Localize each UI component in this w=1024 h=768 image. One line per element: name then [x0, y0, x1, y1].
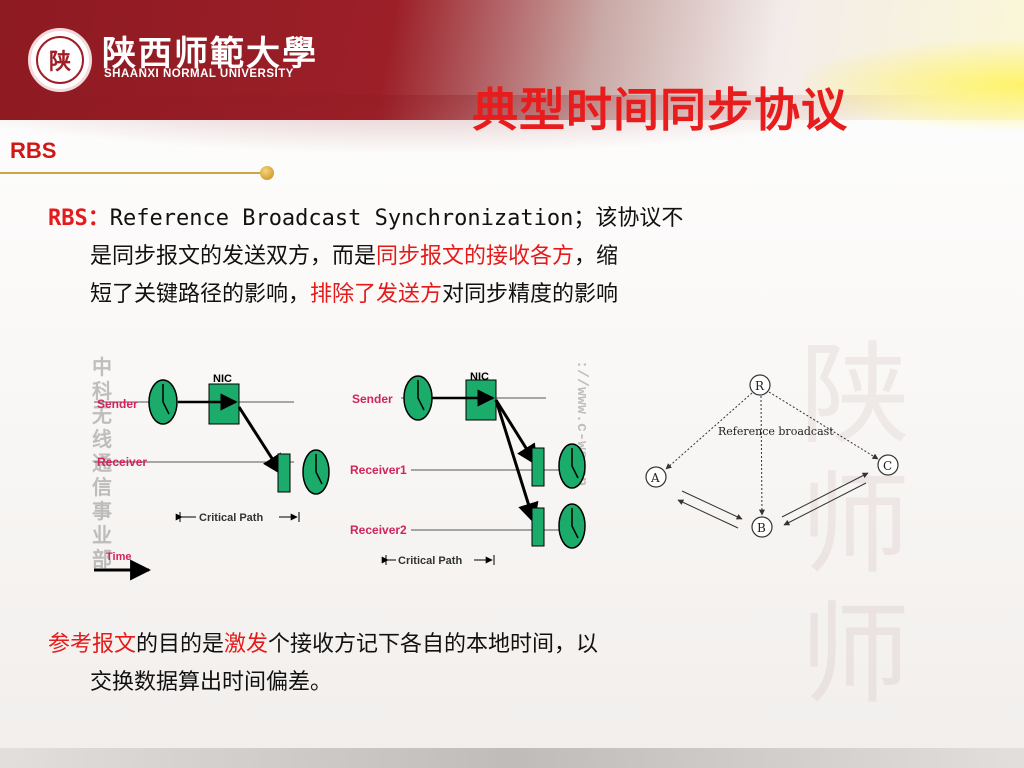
receiver1-label: Receiver1	[350, 463, 407, 477]
paragraph-line-2: 交换数据算出时间偏差。	[48, 664, 918, 702]
nic-box	[466, 380, 496, 420]
nic-label: NIC	[470, 371, 489, 383]
node-c-label: C	[883, 459, 892, 473]
sender-label: Sender	[97, 397, 138, 411]
receiver-label: Receiver	[97, 455, 147, 469]
critical-path-label: Critical Path	[199, 512, 263, 524]
reference-broadcast-label: Reference broadcast	[718, 425, 834, 438]
paragraph-line-2: 是同步报文的发送双方，而是同步报文的接收各方，缩	[48, 238, 918, 276]
footer-band	[0, 748, 1024, 768]
receiver1-nic-box	[532, 448, 544, 486]
purpose-paragraph: 参考报文的目的是激发个接收方记下各自的本地时间，以 交换数据算出时间偏差。	[48, 626, 918, 702]
node-r-label: R	[755, 379, 765, 393]
slide-title: 典型时间同步协议	[472, 74, 848, 140]
nic-label: NIC	[213, 373, 232, 385]
node-b-label: B	[757, 521, 766, 535]
rbs-definition: Reference Broadcast Synchronization；该协议不	[110, 206, 684, 231]
paragraph-line-1: RBS：Reference Broadcast Synchronization；…	[48, 200, 918, 238]
receiver-nic-box	[278, 454, 290, 492]
text-segment: 个接收方记下各自的本地时间，以	[268, 632, 598, 657]
receiver2-nic-box	[532, 508, 544, 546]
highlight-receivers: 同步报文的接收各方	[376, 244, 574, 269]
rbs-paragraph: RBS：Reference Broadcast Synchronization；…	[48, 200, 918, 314]
diagram-rbs-sync: NIC Critical Path Sender Receiver1 Recei…	[346, 360, 591, 575]
text-segment: 短了关键路径的影响，	[90, 282, 310, 307]
highlight-trigger: 激发	[224, 632, 268, 657]
text-segment: 的目的是	[136, 632, 224, 657]
text-segment: 是同步报文的发送双方，而是	[90, 244, 376, 269]
highlight-reference-message: 参考报文	[48, 632, 136, 657]
section-divider	[0, 172, 268, 174]
university-name-en: SHAANXI NORMAL UNIVERSITY	[104, 68, 294, 80]
sender-label: Sender	[352, 392, 393, 406]
diagram-traditional-sync: NIC Critical Path Sender Receiver Time	[94, 362, 344, 582]
text-segment: 对同步精度的影响	[442, 282, 618, 307]
section-label: RBS	[10, 138, 56, 164]
text-segment: ，缩	[574, 244, 618, 269]
paragraph-line-1: 参考报文的目的是激发个接收方记下各自的本地时间，以	[48, 626, 918, 664]
receiver2-label: Receiver2	[350, 523, 407, 537]
time-label: Time	[106, 551, 131, 563]
university-seal-logo: 陕	[28, 28, 92, 92]
highlight-exclude-sender: 排除了发送方	[310, 282, 442, 307]
diagram-reference-broadcast: R A C B Reference broadcast	[630, 365, 920, 550]
nic-box	[209, 384, 239, 424]
seal-character: 陕	[36, 36, 84, 84]
divider-dot-icon	[260, 166, 274, 180]
node-a-label: A	[650, 471, 660, 485]
critical-path-label: Critical Path	[398, 555, 462, 567]
paragraph-line-3: 短了关键路径的影响，排除了发送方对同步精度的影响	[48, 276, 918, 314]
rbs-label: RBS：	[48, 206, 110, 231]
